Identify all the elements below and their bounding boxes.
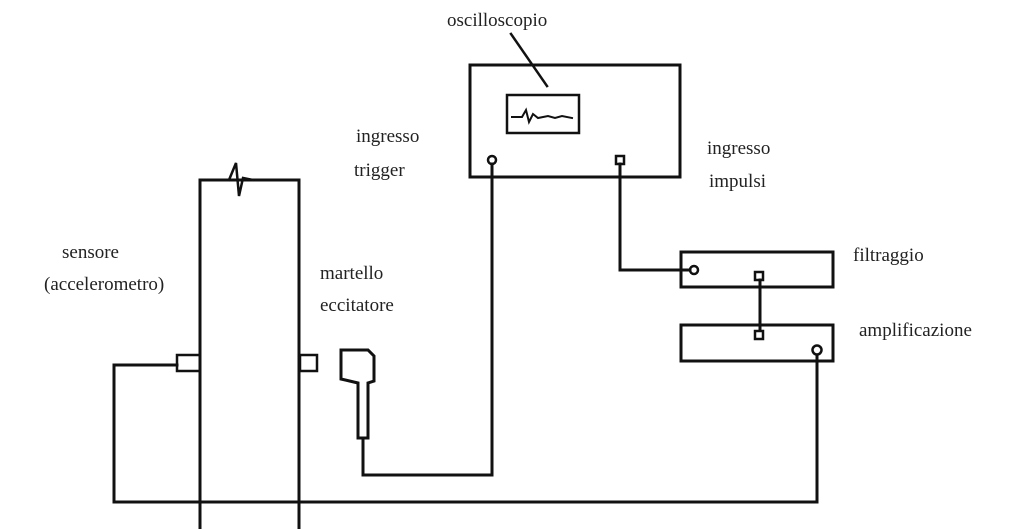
pulse-input-label-line1: ingresso	[707, 138, 771, 159]
accelerometer-sensor	[177, 355, 200, 371]
trigger-cable	[363, 164, 492, 475]
amplifier-output-connector	[813, 346, 822, 355]
sensor-label-line1: sensore	[62, 242, 119, 263]
filter-input-connector	[690, 266, 698, 274]
trigger-input-label-line2: trigger	[354, 160, 405, 181]
oscilloscope-screen	[507, 95, 579, 133]
structure-break-mark	[229, 163, 253, 196]
amplifier-box	[681, 325, 833, 361]
impact-hammer	[341, 350, 374, 438]
oscilloscope-box	[470, 65, 680, 177]
sensor-label-line2: (accelerometro)	[44, 274, 165, 295]
hammer-label-line1: martello	[320, 263, 384, 284]
trigger-input-label-line1: ingresso	[356, 126, 420, 147]
impact-point-pad	[300, 355, 317, 371]
sensor-cable	[114, 355, 817, 502]
oscilloscope-waveform	[512, 110, 572, 122]
test-structure	[200, 180, 299, 529]
amplification-label: amplificazione	[859, 320, 972, 341]
filtering-label: filtraggio	[853, 245, 924, 266]
pulse-cable	[620, 164, 690, 270]
filter-box	[681, 252, 833, 287]
hammer-label-line2: eccitatore	[320, 295, 394, 316]
oscilloscope-label: oscilloscopio	[447, 10, 548, 31]
amplifier-input-connector	[755, 331, 763, 339]
oscilloscope-label-pointer	[511, 34, 547, 86]
pulse-input-label-line2: impulsi	[709, 171, 767, 192]
